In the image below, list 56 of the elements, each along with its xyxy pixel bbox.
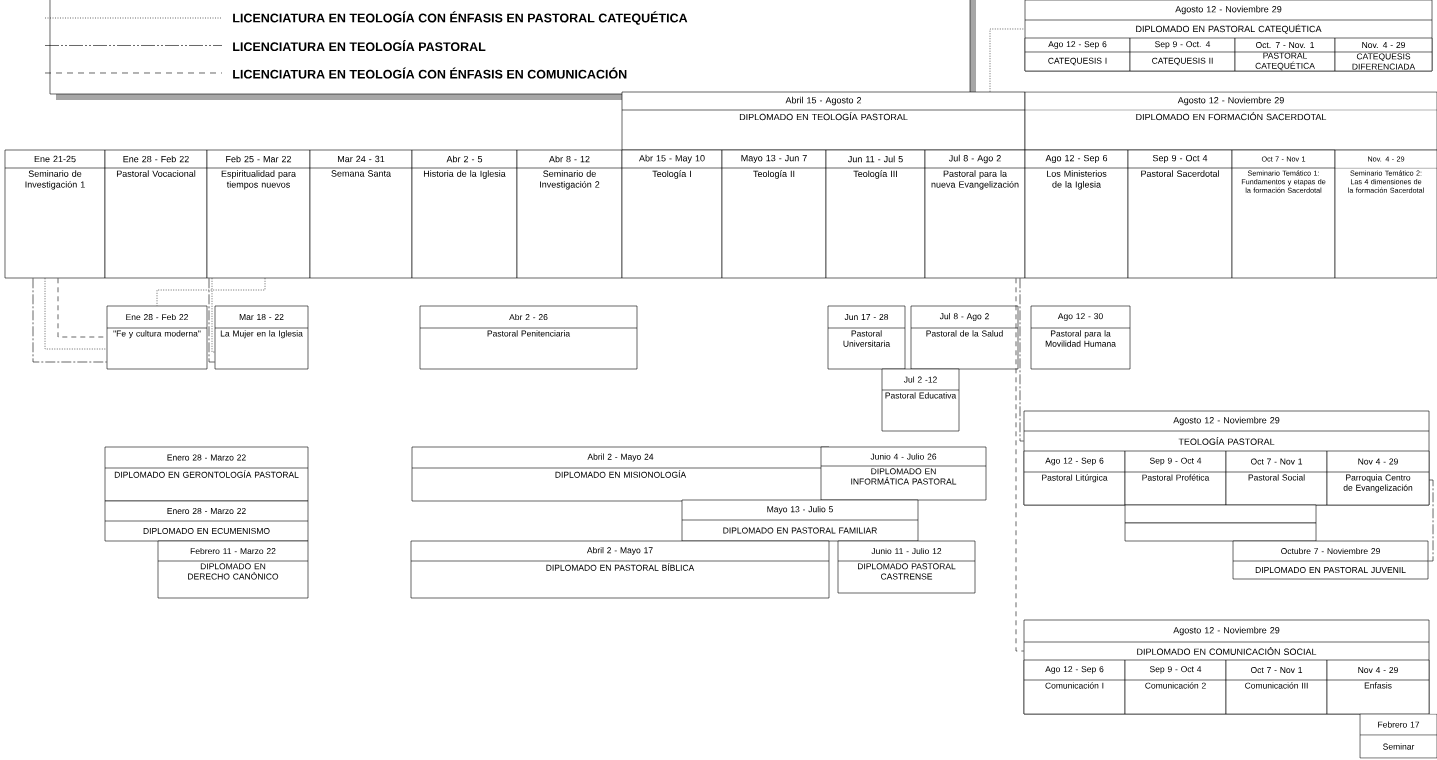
legend-text: LICENCIATURA EN TEOLOGÍA CON ÉNFASIS EN COMUNICACIÓN: [233, 67, 627, 79]
course-box: Ene 28 - Feb 22 "Fe y cultura moderna": [106, 305, 208, 370]
course-box: Mar 18 - 22 La Mujer en la Iglesia: [214, 305, 309, 370]
connector-line: [989, 28, 1025, 92]
course-box: Ago 12 - Sep 6 Los Ministerios de la Iglesia: [1024, 149, 1129, 279]
legend-text: LICENCIATURA EN TEOLOGÍA PASTORAL: [233, 39, 486, 52]
course-box: Agosto 12 - Noviembre 29 DIPLOMADO EN FORMACIÓN SACERDOTAL: [1024, 91, 1437, 151]
course-box: Abr 8 - 12 Seminario de Investigación 2: [516, 149, 623, 279]
course-box: Jun 17 - 28 Pastoral Universitaria: [827, 305, 906, 370]
course-box: Mayo 13 - Julio 5 DIPLOMADO EN PASTORAL FAMILIAR: [681, 499, 919, 542]
course-box: Nov 4 - 29 Parroquia Centro de Evangelización: [1326, 450, 1430, 506]
connector-line: [44, 278, 107, 350]
course-box: Jun 11 - Jul 5 Teología III: [825, 149, 926, 279]
course-box: Febrero 11 - Marzo 22 DIPLOMADO EN DERECHO CANÓNICO: [157, 540, 309, 599]
course-box: Oct 7 - Nov 1 Pastoral Social: [1225, 450, 1328, 506]
course-box: Abril 15 - Agosto 2 DIPLOMADO EN TEOLOGÍA PASTORAL: [621, 91, 1026, 151]
course-box: Ago 12 - Sep 6 Comunicación I: [1023, 659, 1126, 715]
course-box: Feb 25 - Mar 22 Espiritualidad para tiempos nuevos: [206, 149, 311, 279]
course-box: Febrero 17 Seminar: [1359, 713, 1437, 759]
node-label: DIPLOMADO EN FORMACIÓN SACERDOTAL: [1136, 112, 1327, 121]
connector-line: [156, 278, 266, 306]
course-box: Oct. 7 - Nov. 1 PASTORAL CATEQUÉTICA: [1234, 37, 1336, 72]
connector-line: [208, 278, 215, 363]
empty-box: [1124, 504, 1317, 524]
course-box: Junio 11 - Julio 12 DIPLOMADO PASTORAL CASTRENSE: [837, 540, 976, 594]
course-box: Jul 2 -12 Pastoral Educativa: [881, 368, 960, 432]
course-box: Ago 12 - Sep 6 Pastoral Litúrgica: [1023, 450, 1126, 506]
connector-line: [32, 278, 107, 363]
connector-line: [1019, 278, 1024, 442]
course-box: Sep 9 - Oct 4 Pastoral Profética: [1124, 450, 1227, 506]
course-box: Sep 9 - Oct 4 Pastoral Sacerdotal: [1127, 149, 1233, 279]
course-box: Enero 28 - Marzo 22 DIPLOMADO EN GERONTOLOGÍA PASTORAL: [104, 446, 309, 502]
legend-text: LICENCIATURA EN TEOLOGÍA CON ÉNFASIS EN PASTORAL CATEQUÉTICA: [233, 11, 688, 25]
course-box: Ene 21-25 Seminario de Investigación 1: [4, 149, 106, 279]
connector-line: [1428, 479, 1434, 562]
connector-line: [211, 278, 215, 353]
course-box: Junio 4 - Julio 26 DIPLOMADO EN INFORMÁTICA PASTORAL: [820, 446, 987, 501]
course-box: Oct 7 - Nov 1 Comunicación III: [1225, 659, 1328, 715]
course-box: Ene 28 - Feb 22 Pastoral Vocacional: [104, 149, 208, 279]
course-box: Abr 2 - 5 Historia de la Iglesia: [411, 149, 518, 279]
course-box: Jul 8 - Ago 2 Pastoral para la nueva Evangelización: [924, 149, 1026, 279]
course-box: Ago 12 - 30 Pastoral para la Movilidad Humana: [1030, 305, 1131, 370]
course-box: Abr 2 - 26 Pastoral Penitenciaria: [419, 305, 638, 370]
course-box: Ago 12 - Sep 6 CATEQUESIS I: [1024, 37, 1131, 72]
course-box: Mar 24 - 31 Semana Santa: [309, 149, 413, 279]
node-label: Agosto 12 - Noviembre 29: [1177, 96, 1284, 106]
course-box: Sep 9 - Oct 4 Comunicación 2: [1124, 659, 1227, 715]
course-box: Nov. 4 - 29 CATEQUESIS DIFERENCIADA: [1334, 37, 1433, 72]
connector-line: [1015, 278, 1024, 652]
course-box: Mayo 13 - Jun 7 Teología II: [721, 149, 827, 279]
course-box: Sep 9 - Oct. 4 CATEQUESIS II: [1129, 37, 1236, 72]
course-box: Abr 15 - May 10 Teología I: [621, 149, 723, 279]
course-box: Nov 4 - 29 Enfasis: [1326, 659, 1430, 715]
course-box: Enero 28 - Marzo 22 DIPLOMADO EN ECUMENISMO: [104, 500, 309, 542]
empty-box: [1124, 522, 1317, 542]
course-box: Jul 8 - Ago 2 Pastoral de la Salud: [910, 305, 1019, 370]
